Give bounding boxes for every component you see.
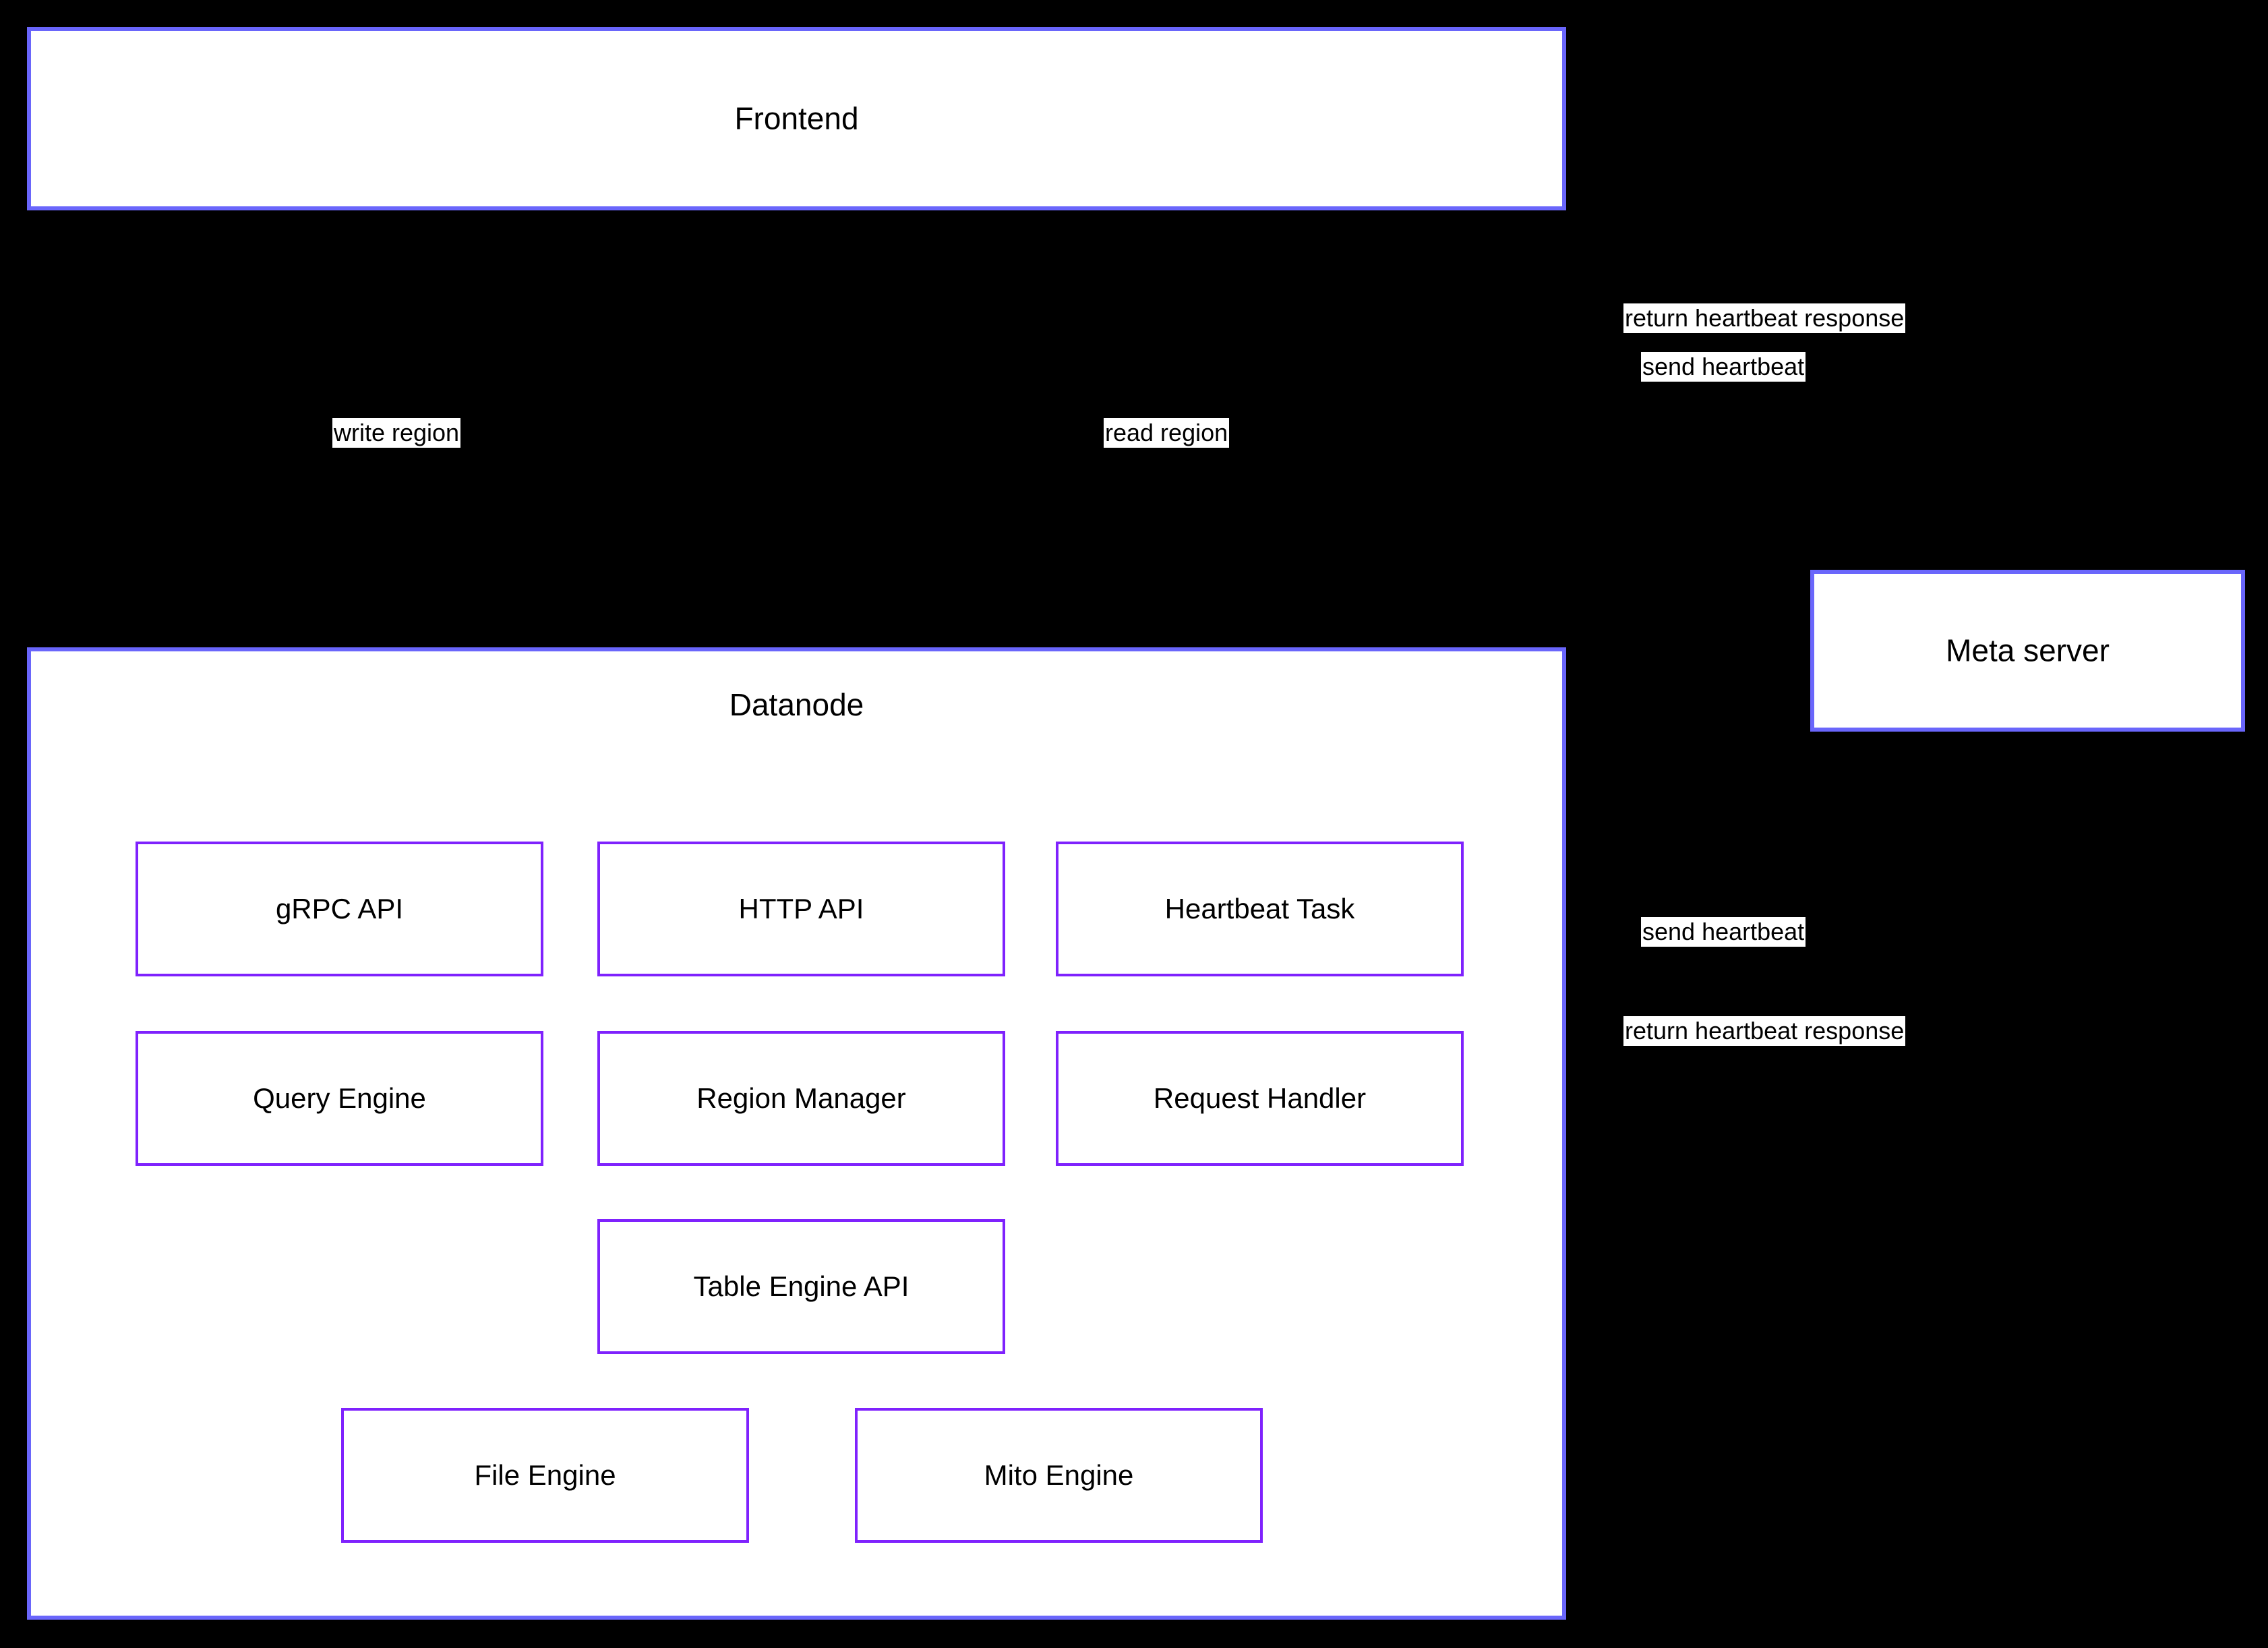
node-datanode-label: Datanode (729, 687, 864, 722)
component-mito-engine-label: Mito Engine (984, 1459, 1134, 1491)
node-meta-server[interactable]: Meta server (1810, 570, 2245, 732)
component-query-engine-label: Query Engine (253, 1082, 426, 1114)
component-http-api[interactable]: HTTP API (597, 842, 1005, 976)
component-region-manager[interactable]: Region Manager (597, 1031, 1005, 1166)
component-heartbeat-task-label: Heartbeat Task (1164, 892, 1355, 924)
component-heartbeat-task[interactable]: Heartbeat Task (1056, 842, 1464, 976)
node-datanode[interactable]: Datanode gRPC API HTTP API Heartbeat Tas… (27, 647, 1566, 1620)
component-file-engine[interactable]: File Engine (341, 1408, 749, 1543)
component-request-handler[interactable]: Request Handler (1056, 1031, 1464, 1166)
component-grpc-api-label: gRPC API (275, 892, 404, 924)
component-table-engine-api[interactable]: Table Engine API (597, 1219, 1005, 1354)
edge-label-frontend-send-heartbeat: send heartbeat (1641, 352, 1806, 382)
edge-datanode-send-heartbeat (1571, 728, 2046, 939)
component-mito-engine[interactable]: Mito Engine (855, 1408, 1263, 1543)
edge-label-write-region: write region (332, 418, 461, 448)
edge-label-read-region: read region (1104, 418, 1230, 448)
component-query-engine[interactable]: Query Engine (136, 1031, 543, 1166)
component-region-manager-label: Region Manager (696, 1082, 906, 1114)
component-grpc-api[interactable]: gRPC API (136, 842, 543, 976)
node-frontend[interactable]: Frontend (27, 27, 1566, 210)
node-frontend-label: Frontend (734, 100, 859, 136)
component-file-engine-label: File Engine (474, 1459, 616, 1491)
component-table-engine-api-label: Table Engine API (693, 1270, 909, 1302)
edge-label-datanode-return-heartbeat-response: return heartbeat response (1623, 1016, 1906, 1047)
component-request-handler-label: Request Handler (1153, 1082, 1367, 1114)
node-meta-server-label: Meta server (1946, 632, 2110, 668)
edge-label-datanode-send-heartbeat: send heartbeat (1641, 917, 1806, 947)
edge-label-frontend-return-heartbeat-response: return heartbeat response (1623, 303, 1906, 334)
component-http-api-label: HTTP API (738, 892, 864, 924)
